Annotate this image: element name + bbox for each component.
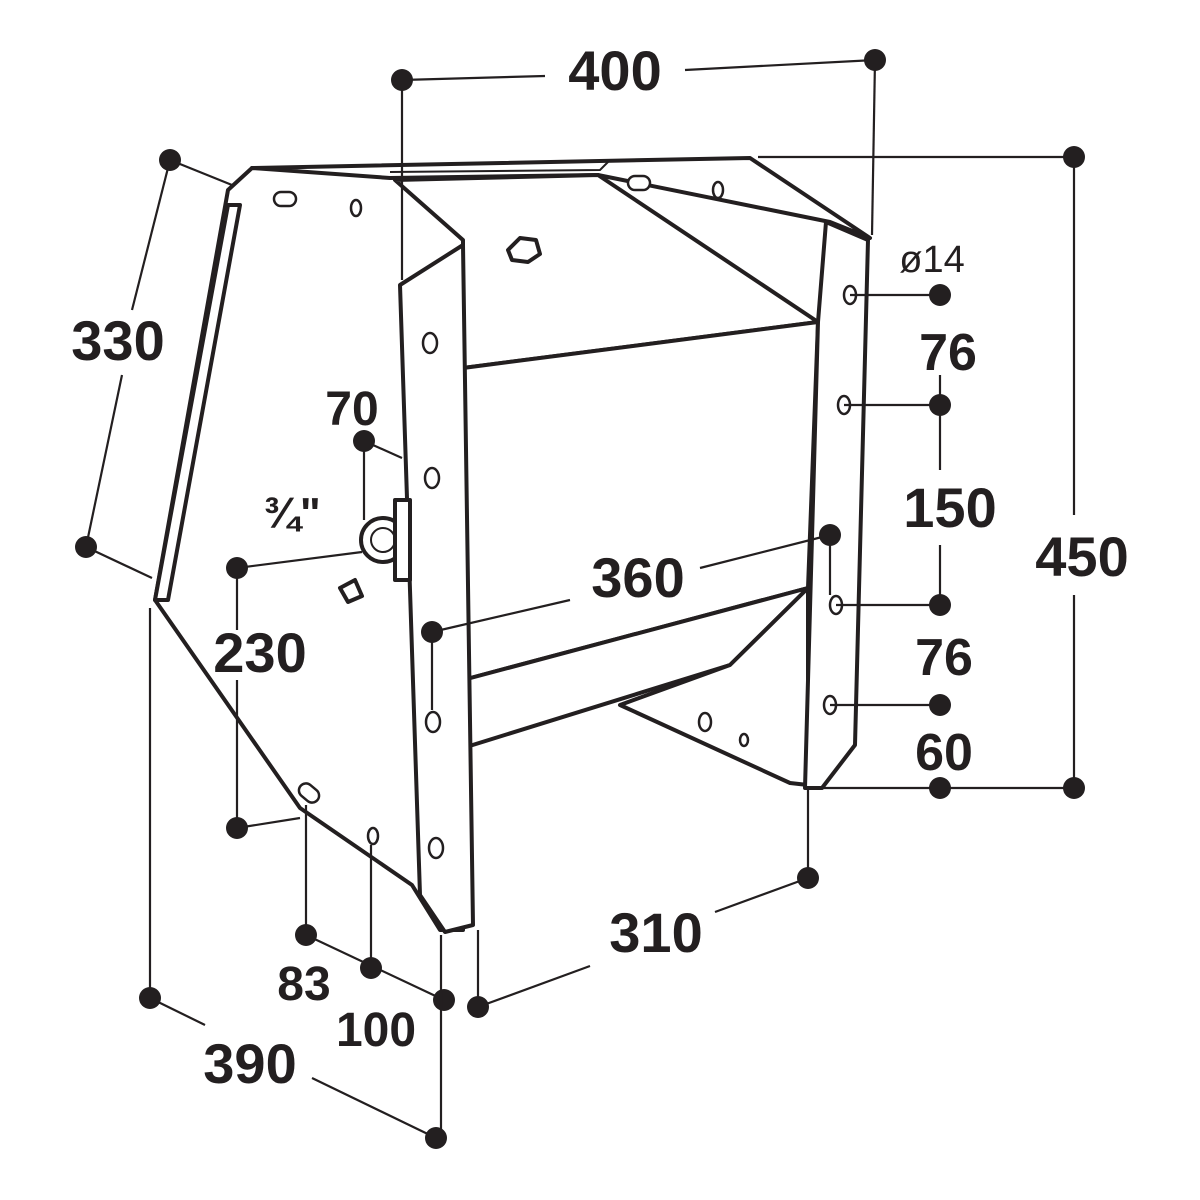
bracket-body <box>153 156 872 934</box>
top-nut <box>506 236 542 264</box>
dim-fitting-offset: 70 <box>325 383 378 436</box>
dim-spacing-bottom: 76 <box>915 629 973 687</box>
fitting-body <box>393 498 412 582</box>
dim-base-depth: 390 <box>203 1032 296 1095</box>
round-hole <box>349 198 363 218</box>
rear-hole <box>697 711 713 733</box>
dimension-lines <box>75 49 1085 1149</box>
rear-hole <box>738 732 750 748</box>
dim-inner-width: 360 <box>591 546 684 609</box>
dim-hole-diameter: ø14 <box>899 239 964 281</box>
upright-hole <box>423 466 441 490</box>
dim-fitting-height: 230 <box>213 621 306 684</box>
upright-hole <box>427 836 445 860</box>
round-hole <box>711 180 725 200</box>
slot-hole <box>272 190 298 208</box>
dim-width-top: 400 <box>568 39 661 102</box>
valve-small <box>338 578 364 604</box>
bottom-hole <box>366 826 380 846</box>
top-plate-edge <box>389 159 611 173</box>
left-upright <box>398 243 475 934</box>
dim-spacing-mid: 150 <box>903 476 996 539</box>
mounting-holes <box>272 174 858 860</box>
slot-hole <box>626 174 652 192</box>
dim-side-depth: 330 <box>71 309 164 372</box>
upright-hole <box>424 710 442 734</box>
dim-bottom-width: 310 <box>609 901 702 964</box>
left-flange <box>153 203 242 602</box>
dimension-labels: 400 330 450 ø14 76 150 76 60 360 70 ¾" 2… <box>71 39 1128 1095</box>
dim-height: 450 <box>1035 525 1128 588</box>
dim-spacing-top: 76 <box>919 324 977 382</box>
dim-bottom-offset: 60 <box>915 724 973 782</box>
dim-slot-offset-1: 83 <box>277 958 330 1011</box>
upright-hole <box>421 331 439 355</box>
dim-slot-offset-2: 100 <box>336 1004 416 1057</box>
bottom-slot <box>297 782 321 804</box>
dim-fitting-size: ¾" <box>263 489 321 538</box>
